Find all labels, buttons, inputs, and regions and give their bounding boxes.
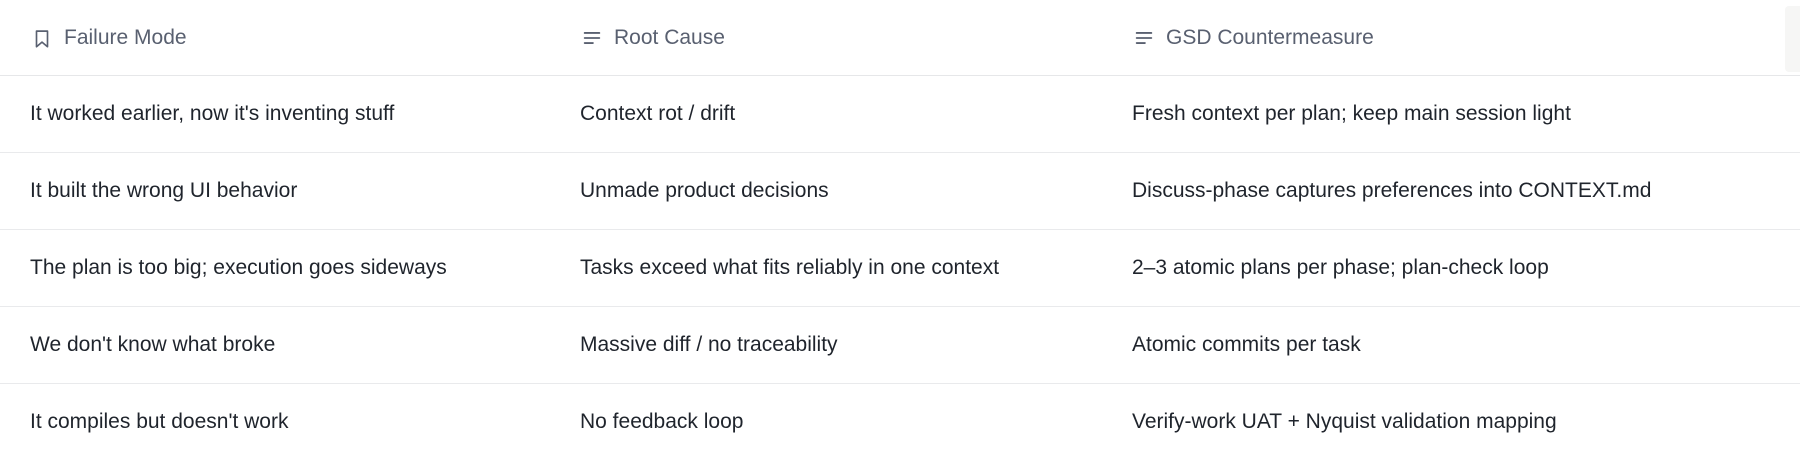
cell-failure-mode[interactable]: The plan is too big; execution goes side… (30, 256, 447, 279)
text-align-left-icon (1132, 26, 1156, 50)
cell-root-cause[interactable]: No feedback loop (580, 410, 744, 433)
cell-root-cause[interactable]: Massive diff / no traceability (580, 333, 838, 356)
table-row: It compiles but doesn't work No feedback… (0, 384, 1800, 459)
table-row: It worked earlier, now it's inventing st… (0, 76, 1800, 153)
cell-gsd-countermeasure[interactable]: 2–3 atomic plans per phase; plan-check l… (1132, 256, 1549, 279)
column-header-root-cause[interactable]: Root Cause (580, 0, 1132, 75)
cell-failure-mode[interactable]: It compiles but doesn't work (30, 410, 289, 433)
cell-root-cause[interactable]: Tasks exceed what fits reliably in one c… (580, 256, 1000, 279)
table-row: It built the wrong UI behavior Unmade pr… (0, 153, 1800, 230)
table-row: We don't know what broke Massive diff / … (0, 307, 1800, 384)
cell-failure-mode[interactable]: We don't know what broke (30, 333, 276, 356)
cell-gsd-countermeasure[interactable]: Verify-work UAT + Nyquist validation map… (1132, 410, 1557, 433)
column-header-failure-mode[interactable]: Failure Mode (30, 0, 580, 75)
cell-root-cause[interactable]: Unmade product decisions (580, 179, 829, 202)
cell-gsd-countermeasure[interactable]: Discuss-phase captures preferences into … (1132, 179, 1652, 202)
bookmark-icon (30, 26, 54, 50)
cell-failure-mode[interactable]: It worked earlier, now it's inventing st… (30, 102, 395, 125)
cell-failure-mode[interactable]: It built the wrong UI behavior (30, 179, 298, 202)
column-header-gsd-countermeasure[interactable]: GSD Countermeasure (1132, 0, 1790, 75)
column-header-label: GSD Countermeasure (1166, 25, 1374, 49)
cell-root-cause[interactable]: Context rot / drift (580, 102, 736, 125)
cell-gsd-countermeasure[interactable]: Fresh context per plan; keep main sessio… (1132, 102, 1571, 125)
table-header-row: Failure Mode Root Cause GSD Countermea (0, 0, 1800, 76)
table-row: The plan is too big; execution goes side… (0, 230, 1800, 307)
column-header-label: Root Cause (614, 25, 725, 49)
add-column-gutter (1785, 6, 1800, 72)
column-header-label: Failure Mode (64, 25, 187, 49)
cell-gsd-countermeasure[interactable]: Atomic commits per task (1132, 333, 1361, 356)
text-align-left-icon (580, 26, 604, 50)
